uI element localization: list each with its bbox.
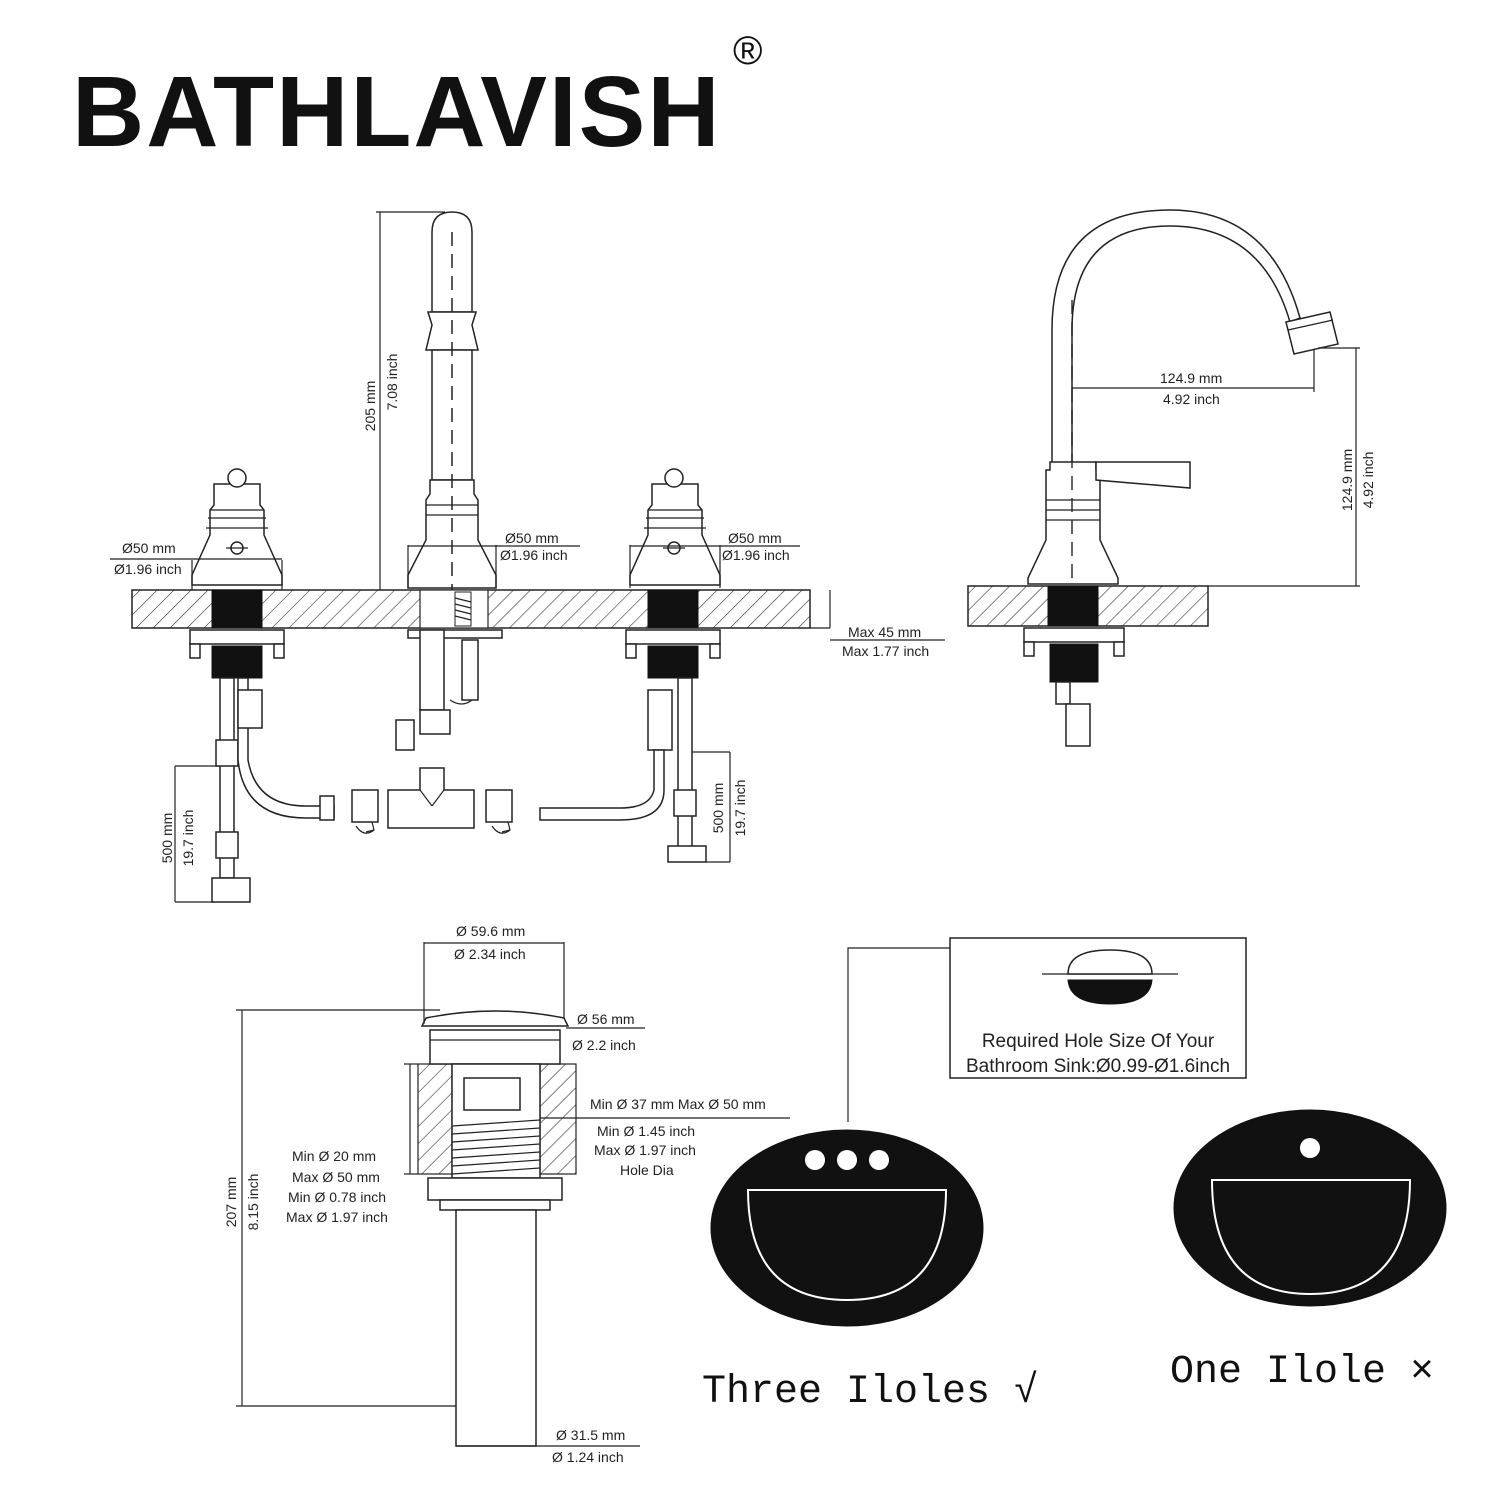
faucet-hole <box>837 1150 857 1170</box>
right-handle <box>629 468 721 586</box>
right-base-mm: Ø50 mm <box>728 530 782 546</box>
front-view-faucet: 205 mm 7.08 inch Ø50 mm Ø1.96 inch Ø50 m… <box>110 211 945 903</box>
hole-max-in: Max Ø 1.97 inch <box>594 1142 696 1158</box>
deck-max-mm: Max 45 mm <box>848 624 921 640</box>
spout-height-mm: 205 mm <box>362 381 378 432</box>
three-hole-sink: Three Iloles √ <box>702 1129 1038 1415</box>
tail-dia-mm: Ø 31.5 mm <box>556 1427 625 1443</box>
right-hose-in: 19.7 inch <box>732 780 748 837</box>
hole-range-mm: Min Ø 37 mm Max Ø 50 mm <box>590 1096 766 1112</box>
faucet-hole <box>869 1150 889 1170</box>
thick-min-in: Min Ø 0.78 inch <box>288 1189 386 1205</box>
center-spout <box>407 211 497 590</box>
hole-requirement-callout: Required Hole Size Of Your Bathroom Sink… <box>847 937 1247 1122</box>
thick-max-mm: Max Ø 50 mm <box>292 1169 380 1185</box>
hole-dia-label: Hole Dia <box>620 1162 674 1178</box>
three-holes-caption: Three Iloles √ <box>702 1370 1038 1415</box>
right-base-in: Ø1.96 inch <box>722 547 790 563</box>
left-handle <box>191 468 283 586</box>
registered-mark: ® <box>733 29 762 73</box>
reach-in: 4.92 inch <box>1163 391 1220 407</box>
callout-line-2: Bathroom Sink:Ø0.99-Ø1.6inch <box>966 1056 1230 1077</box>
reach-mm: 124.9 mm <box>1160 370 1222 386</box>
drain-flange-in: Ø 2.2 inch <box>572 1037 636 1053</box>
center-base-mm: Ø50 mm <box>505 530 559 546</box>
callout-line-1: Required Hole Size Of Your <box>982 1031 1215 1052</box>
left-hose-in: 19.7 inch <box>180 810 196 867</box>
spout-height-in: 7.08 inch <box>384 354 400 411</box>
thick-max-in: Max Ø 1.97 inch <box>286 1209 388 1225</box>
drain-cap-mm: Ø 59.6 mm <box>456 923 525 939</box>
one-hole-caption: One Ilole × <box>1170 1350 1434 1395</box>
side-height-mm: 124.9 mm <box>1339 449 1355 511</box>
faucet-hole <box>805 1150 825 1170</box>
side-height-in: 4.92 inch <box>1360 452 1376 509</box>
drain-flange-mm: Ø 56 mm <box>577 1011 635 1027</box>
drain-thread <box>451 1119 541 1175</box>
hole-min-in: Min Ø 1.45 inch <box>597 1123 695 1139</box>
deck-max-in: Max 1.77 inch <box>842 643 929 659</box>
drain-cap-in: Ø 2.34 inch <box>454 946 526 962</box>
one-hole-sink: One Ilole × <box>1170 1109 1447 1395</box>
faucet-hole <box>1300 1138 1320 1158</box>
left-hose-mm: 500 mm <box>159 813 175 864</box>
thick-min-mm: Min Ø 20 mm <box>292 1148 376 1164</box>
left-base-mm: Ø50 mm <box>122 540 176 556</box>
right-hose-mm: 500 mm <box>710 783 726 834</box>
brand-logo: BATHLAVISH <box>72 56 722 168</box>
drain-height-in: 8.15 inch <box>245 1174 261 1231</box>
drain-height-mm: 207 mm <box>223 1177 239 1228</box>
left-base-in: Ø1.96 inch <box>114 561 182 577</box>
side-view-faucet: 124.9 mm 4.92 inch 124.9 mm 4.92 inch <box>967 209 1376 747</box>
center-base-in: Ø1.96 inch <box>500 547 568 563</box>
pop-up-drain: Ø 59.6 mm Ø 2.34 inch Ø 56 mm Ø 2.2 inch… <box>223 923 790 1465</box>
tail-dia-in: Ø 1.24 inch <box>552 1449 624 1465</box>
